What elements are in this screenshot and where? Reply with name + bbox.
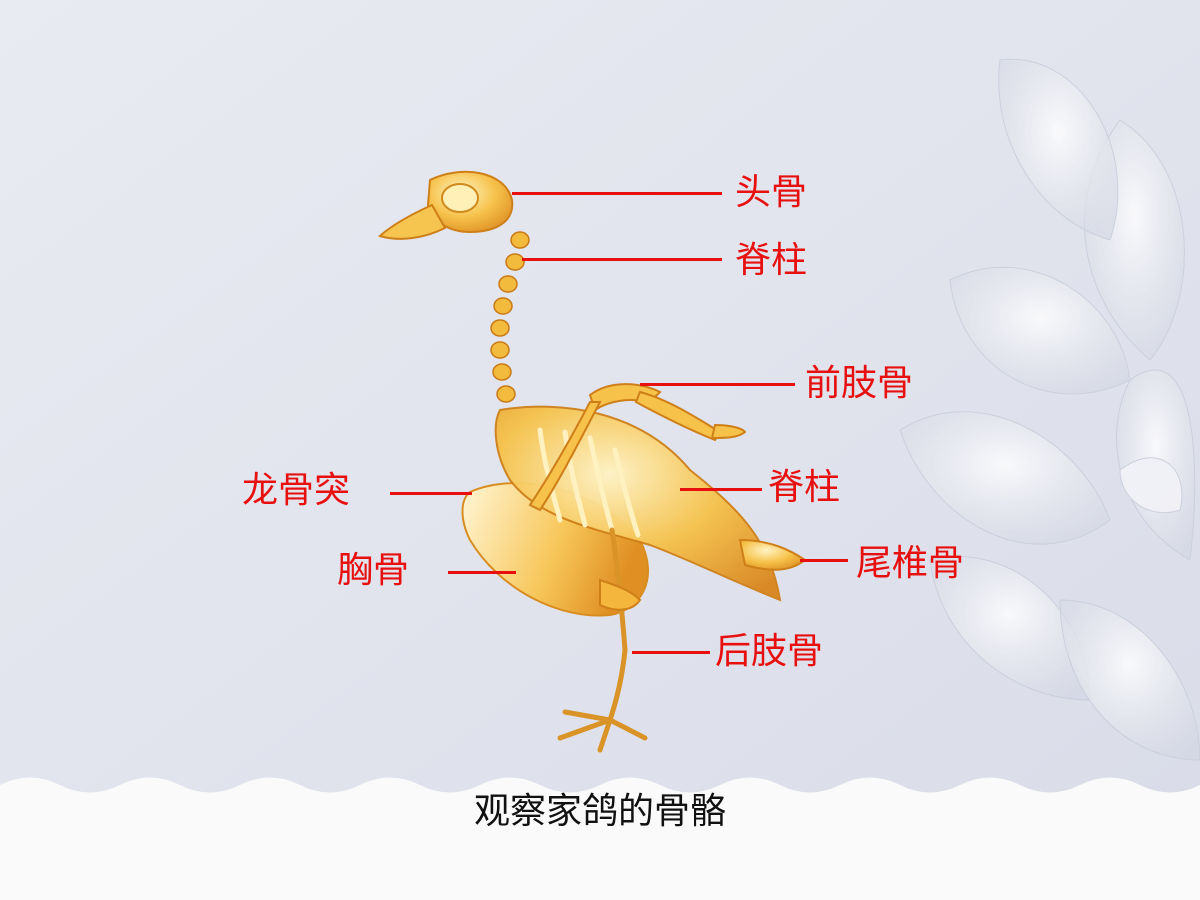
label-spine-back: 脊柱 [768,467,841,508]
leader-keel [390,492,472,495]
label-forelimb: 前肢骨 [805,363,914,404]
label-sternum: 胸骨 [337,550,410,591]
label-hindlimb: 后肢骨 [715,631,824,672]
label-keel: 龙骨突 [242,470,351,511]
slide-caption: 观察家鸽的骨骼 [473,791,726,832]
leader-forelimb [640,383,795,386]
leader-skull [512,192,722,195]
wave-footer [0,777,1200,900]
leader-spine-neck [522,258,722,261]
label-skull: 头骨 [735,172,808,213]
leader-spine-back [680,488,762,491]
label-tail: 尾椎骨 [856,543,965,584]
leader-tail [800,559,848,562]
flower-decoration [899,58,1200,761]
leader-sternum [448,571,516,574]
label-spine-neck: 脊柱 [735,240,808,281]
leader-hindlimb [632,651,710,654]
pigeon-skeleton-image [378,170,807,753]
